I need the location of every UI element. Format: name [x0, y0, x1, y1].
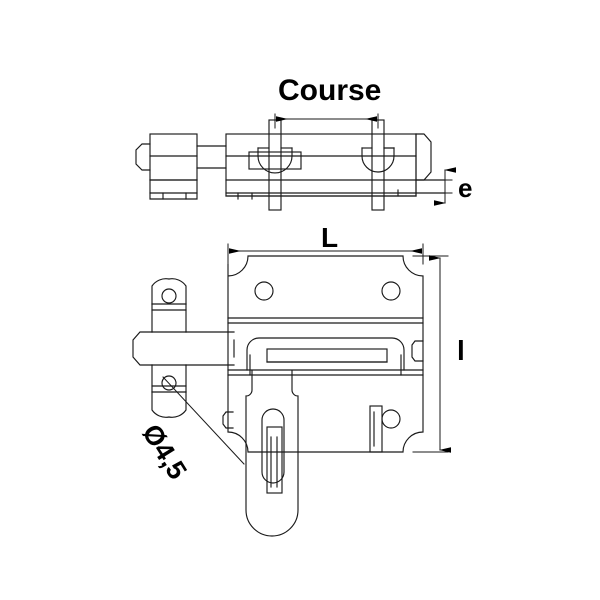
- top-view-group: [135, 113, 456, 211]
- bolt-shaft-left: [196, 145, 227, 169]
- bolt-knob: [135, 133, 198, 200]
- staple-housing: [246, 337, 405, 376]
- dimension-label-length-minor: l: [457, 335, 465, 366]
- plate-strike-tab: [369, 405, 383, 453]
- bolt-barrel: [225, 133, 446, 200]
- dimension-label-length-major: L: [321, 222, 339, 253]
- front-view-group: [132, 243, 451, 537]
- dimension-course: [274, 113, 379, 129]
- base-plate: [222, 255, 424, 453]
- dimension-label-course: Course: [278, 74, 382, 107]
- leader-hole-diameter: [162, 376, 245, 465]
- bolt-front-view: [132, 331, 235, 366]
- dimension-e: [430, 167, 456, 206]
- padlock-loop: [245, 370, 299, 537]
- dimension-l: [412, 255, 451, 453]
- bolt-keeper-bracket: [151, 278, 187, 418]
- bolt-end-cap: [415, 133, 432, 197]
- dimension-label-thickness: e: [458, 173, 473, 203]
- dimension-L: [227, 243, 424, 265]
